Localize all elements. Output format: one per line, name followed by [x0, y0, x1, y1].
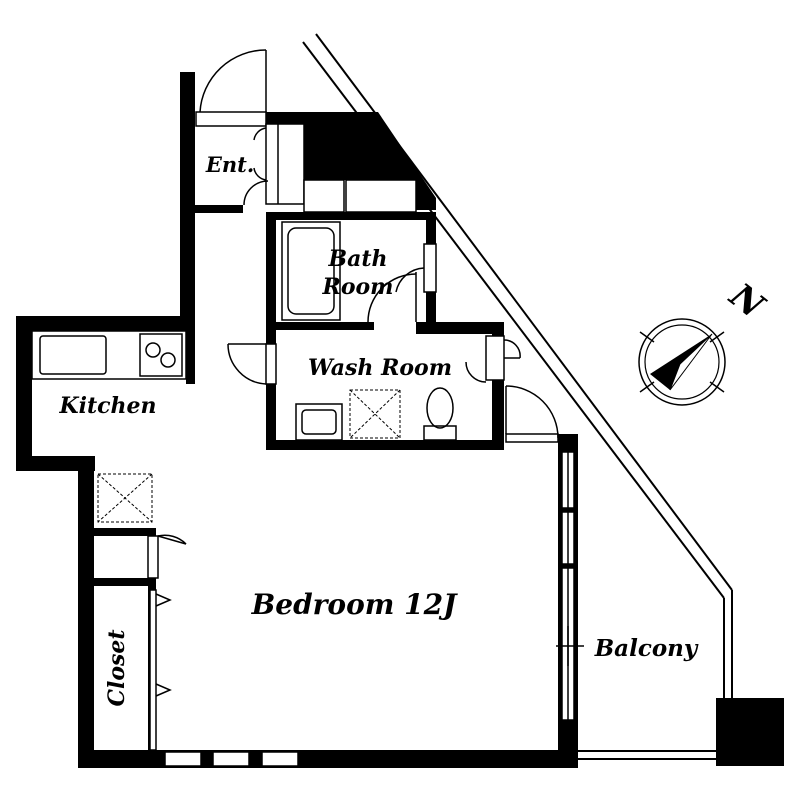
- shaft-block: [266, 112, 436, 210]
- wash-room-label: Wash Room: [308, 355, 452, 381]
- kitchen-label: Kitchen: [58, 393, 156, 419]
- bath-room-label-line2: Room: [322, 274, 394, 300]
- bath-room-label-line1: Bath: [327, 246, 387, 272]
- washbasin-icon: [295, 403, 343, 441]
- bathtub-icon: [281, 221, 341, 321]
- north-compass-icon: [638, 318, 726, 406]
- fridge-space-icon: [97, 473, 153, 523]
- doors: [147, 49, 559, 751]
- toilet-icon: [423, 387, 457, 441]
- balcony-pillar: [716, 698, 784, 766]
- washing-machine-space-icon: [349, 389, 401, 439]
- windows: [164, 451, 575, 767]
- entrance-label: Ent.: [205, 152, 254, 177]
- balcony-label: Balcony: [594, 635, 699, 662]
- closet-label: Closet: [104, 629, 130, 706]
- bedroom-label: Bedroom 12J: [251, 588, 459, 621]
- stove-icon: [145, 342, 176, 368]
- kitchen-counter: [31, 330, 187, 380]
- compass-north-label: N: [721, 275, 772, 327]
